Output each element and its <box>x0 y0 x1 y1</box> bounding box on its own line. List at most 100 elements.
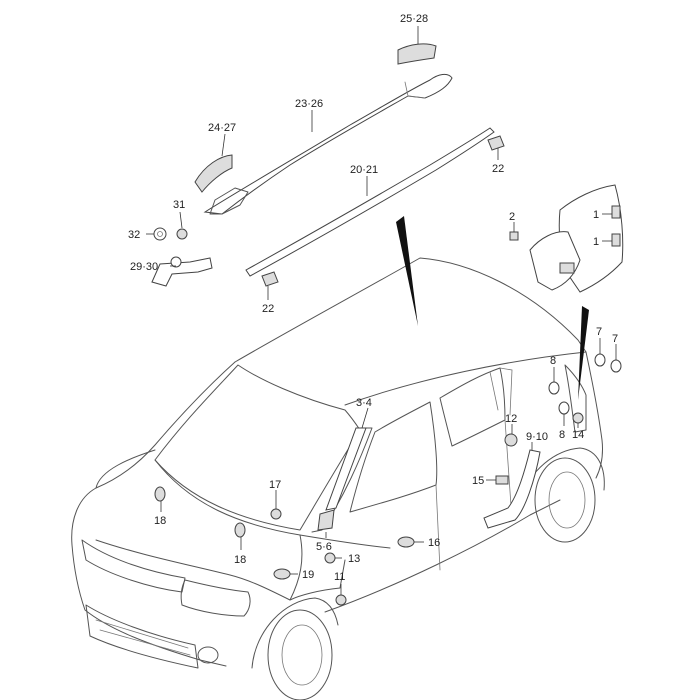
grille <box>81 539 186 593</box>
front-side-window <box>349 401 438 513</box>
plug-8a <box>548 381 560 395</box>
callout-12: 12 <box>505 413 517 425</box>
callout-18-front: 18 <box>154 515 166 527</box>
front-wheel-arch <box>251 597 339 669</box>
callout-23-26: 23·26 <box>295 98 323 110</box>
rear-window-frame <box>489 367 513 416</box>
plug-7b <box>610 359 622 373</box>
fuel-door-assembly <box>509 184 624 293</box>
washer-hole <box>157 231 163 237</box>
headlamp <box>180 579 251 617</box>
fuel-lid-latch <box>559 262 575 274</box>
rear-tire <box>534 457 596 543</box>
plug-18b <box>234 522 246 538</box>
roof-rail-assembly <box>151 43 505 287</box>
rail-end-cap-rear <box>397 43 437 65</box>
callout-7-left: 7 <box>596 326 602 338</box>
callout-25-28: 25·28 <box>400 13 428 25</box>
callout-labels: 25·28 23·26 24·27 20·21 22 22 31 32 29·3… <box>128 13 618 583</box>
callout-17: 17 <box>269 479 281 491</box>
rail-foot-front <box>209 187 249 215</box>
plug-11 <box>335 594 347 606</box>
callout-8-lower: 8 <box>559 429 565 441</box>
callout-24-27: 24·27 <box>208 122 236 134</box>
rail-bracket <box>151 257 213 287</box>
pillar-trim <box>317 509 335 531</box>
leader-3-4 <box>361 407 369 429</box>
molding-clip-front <box>261 271 279 287</box>
callout-1-lower: 1 <box>593 236 599 248</box>
callout-32: 32 <box>128 229 140 241</box>
callout-22-rear: 22 <box>492 163 504 175</box>
fuel-lid-hinge <box>529 231 581 291</box>
rear-side-window <box>439 367 506 447</box>
front-tire <box>267 609 333 700</box>
roof-molding <box>245 127 495 277</box>
rear-rim <box>548 471 586 529</box>
callout-15: 15 <box>472 475 484 487</box>
front-door-edge <box>435 484 441 571</box>
rail-end-cap-front <box>194 154 233 193</box>
leader-24-27 <box>221 133 226 157</box>
callout-14: 14 <box>572 429 584 441</box>
plug-13 <box>324 552 336 564</box>
callout-1-upper: 1 <box>593 209 599 221</box>
callout-29-30: 29·30 <box>130 261 158 273</box>
callout-9-10: 9·10 <box>526 431 548 443</box>
bumper-line <box>95 619 191 656</box>
plug-14 <box>572 412 584 424</box>
plug-18a <box>154 486 166 502</box>
callout-31: 31 <box>173 199 185 211</box>
callout-20-21: 20·21 <box>350 164 378 176</box>
quarter-window <box>564 364 587 433</box>
plug-16 <box>397 536 415 548</box>
plug-8b <box>558 401 570 415</box>
windshield-glass <box>154 364 361 531</box>
callout-16: 16 <box>428 537 440 549</box>
hood <box>95 449 303 601</box>
plug-7a <box>594 353 606 367</box>
plug-12 <box>504 433 518 447</box>
plug-15 <box>495 475 509 485</box>
callout-3-4: 3·4 <box>356 397 372 409</box>
bracket-stud <box>170 256 182 268</box>
front-bumper <box>85 604 199 669</box>
fuel-lid-bumper-lower <box>611 233 621 247</box>
nut-part <box>176 228 188 240</box>
fuel-lid-bumper-upper <box>611 205 621 219</box>
leader-lines <box>146 26 617 595</box>
molding-clip-rear <box>487 135 505 151</box>
fuel-lid-clip <box>509 231 519 241</box>
front-fender <box>289 534 391 601</box>
callout-2: 2 <box>509 211 515 223</box>
callout-18-hood: 18 <box>234 554 246 566</box>
front-fascia <box>71 487 227 667</box>
roof-rail <box>203 73 453 215</box>
plug-17 <box>270 508 282 520</box>
rear-mudguard-part <box>483 449 541 529</box>
pillar-garnish <box>325 427 367 511</box>
plug-19 <box>273 568 291 580</box>
callout-13: 13 <box>348 553 360 565</box>
callout-11: 11 <box>334 571 345 583</box>
washer-part <box>153 227 167 241</box>
roof-side-line <box>344 351 587 406</box>
fog-lamp <box>197 646 219 664</box>
roof-outline <box>234 257 587 363</box>
callout-19: 19 <box>302 569 314 581</box>
body-sill <box>324 499 561 613</box>
rail-foot-rear <box>404 81 426 99</box>
callout-8-upper: 8 <box>550 355 556 367</box>
body-plugs <box>154 353 622 606</box>
fuel-door-locator-wedge <box>578 306 589 400</box>
roof-locator-wedge <box>396 216 418 326</box>
windshield-top <box>95 361 236 489</box>
front-rim <box>281 624 323 686</box>
leader-31 <box>179 211 183 229</box>
callout-7-right: 7 <box>612 333 618 345</box>
callout-22-front: 22 <box>262 303 274 315</box>
callout-5-6: 5·6 <box>316 541 332 553</box>
rear-body-side <box>585 351 603 479</box>
